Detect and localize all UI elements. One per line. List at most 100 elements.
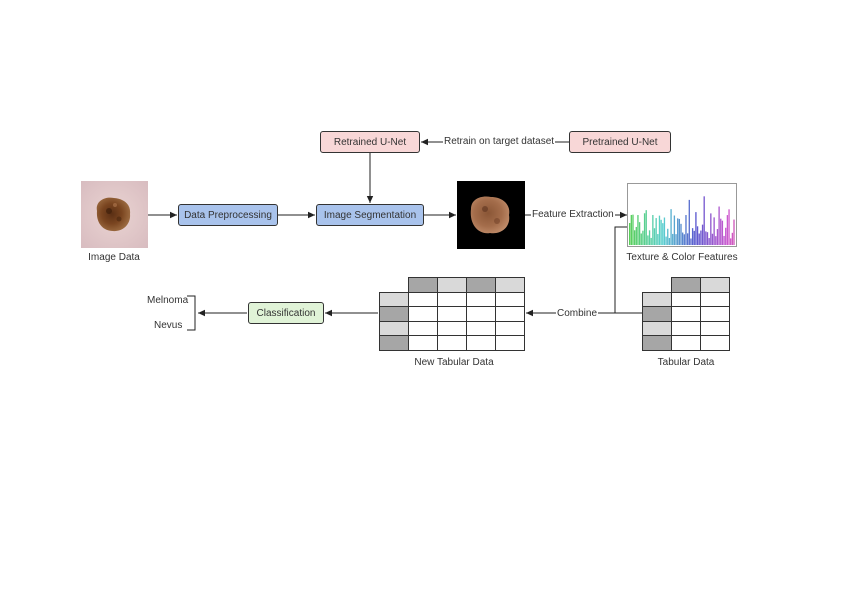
table-cell [671, 335, 701, 351]
histogram-bar [696, 226, 699, 245]
caption-image-data: Image Data [88, 252, 140, 263]
output-nevus: Nevus [154, 320, 183, 331]
histogram-bar [713, 217, 715, 245]
histogram-bar [725, 227, 727, 245]
table-row-header-cell [642, 335, 672, 351]
histogram-bar [708, 238, 710, 245]
histogram-bar [705, 231, 707, 245]
retrained-unet-node: Retrained U-Net [320, 131, 420, 153]
histogram-bar [665, 236, 667, 245]
table-cell [495, 320, 525, 336]
table-cell [671, 320, 701, 336]
edge-label-combine: Combine [556, 308, 599, 319]
output-melanoma: Melnoma [147, 295, 189, 306]
table-header-cell [671, 277, 701, 293]
histogram-bar [650, 237, 652, 245]
histogram-bar [726, 215, 729, 245]
table-cell [466, 335, 496, 351]
histogram-bar [690, 238, 692, 245]
table-cell [700, 335, 730, 351]
table-row-header-cell [379, 291, 409, 307]
table-cell [495, 291, 525, 307]
histogram-bar [633, 230, 636, 245]
histogram-bar [688, 199, 690, 245]
histogram-bar [706, 232, 709, 245]
histogram-bar [718, 206, 720, 245]
caption-tabular: Tabular Data [657, 357, 715, 368]
edge-label-retrain: Retrain on target dataset [443, 136, 556, 147]
caption-texture-color: Texture & Color Features [626, 252, 738, 263]
histogram-bar [647, 235, 649, 245]
histogram-bar [691, 228, 694, 245]
histogram-bar [701, 224, 704, 245]
table-cell [671, 306, 701, 322]
histogram-bar [635, 226, 637, 245]
table-cell [466, 306, 496, 322]
histogram-bar [721, 220, 724, 245]
table-cell [671, 291, 701, 307]
table-cell [408, 306, 438, 322]
table-header-cell [466, 277, 496, 293]
histogram-bar [660, 219, 662, 245]
table-cell [408, 291, 438, 307]
table-cell [700, 291, 730, 307]
histogram-bar [695, 212, 697, 245]
histogram-bar [663, 217, 666, 245]
table-cell [700, 320, 730, 336]
table-header-cell [700, 277, 730, 293]
table-cell [408, 335, 438, 351]
new-tabular-data-table [379, 277, 526, 351]
table-cell [437, 320, 467, 336]
histogram-bar [667, 228, 669, 245]
histogram-bar [658, 215, 661, 245]
histogram-bar [733, 219, 735, 245]
histogram-bar [685, 215, 687, 245]
histogram-bar [675, 234, 677, 245]
histogram-bar [728, 209, 730, 245]
histogram-bar [720, 218, 722, 245]
table-header-cell [408, 277, 438, 293]
histogram-bar [637, 215, 639, 245]
histogram-bar [678, 218, 681, 245]
histogram-bar [716, 229, 719, 245]
tabular-data-table [642, 277, 731, 351]
table-cell [466, 291, 496, 307]
histogram-bar [677, 218, 679, 245]
table-header-cell [495, 277, 525, 293]
table-row-header-cell [379, 335, 409, 351]
histogram-bar [670, 209, 672, 245]
histogram-bar [652, 215, 654, 245]
data-preprocessing-node: Data Preprocessing [178, 204, 278, 226]
pretrained-unet-node: Pretrained U-Net [569, 131, 671, 153]
histogram-bar [672, 233, 674, 245]
table-row-header-cell [379, 306, 409, 322]
histogram-bar [643, 213, 646, 245]
histogram-bar [638, 222, 641, 245]
skin-lesion-image [81, 181, 148, 248]
table-cell [437, 306, 467, 322]
histogram-bar [682, 232, 684, 245]
histogram-bar [648, 230, 651, 245]
table-row-header-cell [642, 306, 672, 322]
table-cell [408, 320, 438, 336]
histogram-bar [653, 228, 656, 245]
histogram-bar [711, 233, 714, 245]
histogram-bar [630, 214, 632, 245]
histogram-bar [632, 214, 634, 245]
histogram-bar [668, 237, 671, 245]
histogram-bar [657, 234, 659, 245]
histogram-bar [730, 238, 732, 245]
histogram-bar [640, 233, 642, 245]
output-bracket [187, 295, 196, 331]
histogram-bar [680, 223, 682, 245]
histogram-bar [686, 233, 689, 245]
table-cell [495, 335, 525, 351]
histogram-bar [642, 230, 644, 245]
histogram-bar [662, 223, 664, 245]
histogram-bar [645, 210, 647, 245]
table-cell [495, 306, 525, 322]
histogram-bar [655, 218, 657, 245]
table-row-header-cell [642, 320, 672, 336]
classification-node: Classification [248, 302, 324, 324]
